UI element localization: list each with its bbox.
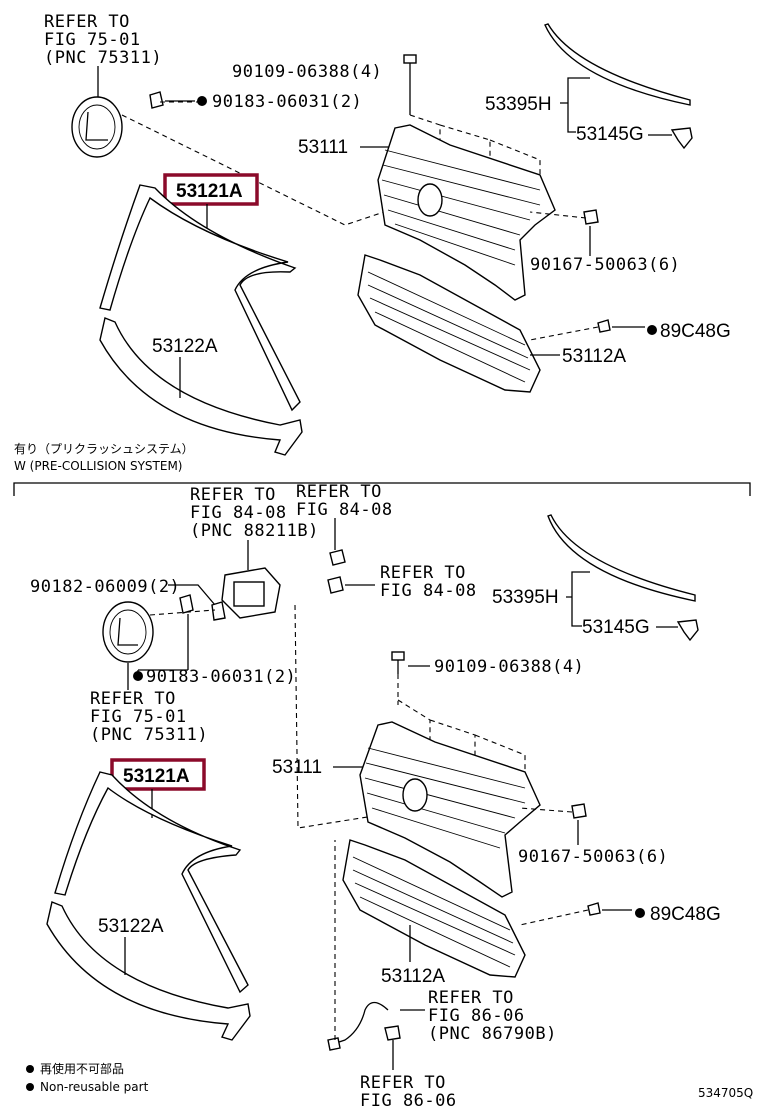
lower-clip2-label: 53145G <box>582 617 650 638</box>
lower-sensor-ref3-line2: FIG 84-08 <box>380 581 477 601</box>
upper-grille-label: 53111 <box>298 137 348 158</box>
upper-clip3-label: 89C48G <box>660 321 731 342</box>
upper-clip2-icon <box>670 127 693 150</box>
legend-dot-jp <box>26 1065 34 1073</box>
lower-harness-shape <box>329 1001 389 1046</box>
lower-clip3-icon <box>587 902 601 916</box>
upper-molding-shape <box>544 23 691 106</box>
upper-caption-jp: 有り（プリクラッシュシステム） <box>14 442 194 456</box>
lower-clip2-icon <box>676 619 699 642</box>
lower-harness-ref-line3: (PNC 86790B) <box>428 1024 557 1044</box>
section-divider <box>13 482 751 496</box>
lower-lower-grille-shape <box>342 839 526 978</box>
upper-emblem-ref-line3: (PNC 75311) <box>44 48 162 68</box>
legend: 再使用不可部品 Non-reusable part <box>26 1061 149 1094</box>
lower-sensor-ref1-line2: FIG 84-08 <box>190 503 287 523</box>
lower-sensor-icon <box>221 549 346 619</box>
upper-emblem-ref-line1: REFER TO <box>44 12 130 32</box>
lower-clip-icon <box>179 594 194 614</box>
upper-nut-label: 90167-50063(6) <box>530 255 680 275</box>
lower-grille-label: 53111 <box>272 757 322 778</box>
lower-emblem-ref-line2: FIG 75-01 <box>90 707 187 727</box>
lower-lower-molding-shape <box>46 901 251 1041</box>
upper-highlight-label: 53121A <box>176 181 243 202</box>
lower-sensor-ref3-line1: REFER TO <box>380 563 466 583</box>
lower-bolt-label: 90109-06388(4) <box>434 657 584 677</box>
lower-harness-ref-line2: FIG 86-06 <box>428 1006 525 1026</box>
upper-highlight-box <box>163 173 259 206</box>
lower-nut-label: 90167-50063(6) <box>518 847 668 867</box>
upper-emblem-ref-line2: FIG 75-01 <box>44 30 141 50</box>
legend-jp: 再使用不可部品 <box>40 1061 124 1076</box>
lower-sensor-ref2-line2: FIG 84-08 <box>296 500 393 520</box>
lower-bottom-ref-line1: REFER TO <box>360 1073 446 1093</box>
upper-clip-label: 90183-06031(2) <box>212 92 362 112</box>
lower-harness-ref-line1: REFER TO <box>428 988 514 1008</box>
upper-bolt-label: 90109-06388(4) <box>232 62 382 82</box>
upper-caption-en: W (PRE-COLLISION SYSTEM) <box>14 459 183 473</box>
lower-clip3-nonreusable-dot <box>635 908 645 918</box>
lower-highlight-label: 53121A <box>123 766 190 787</box>
upper-lower-molding-shape <box>99 317 303 456</box>
upper-clip3-icon <box>597 319 611 333</box>
lower-screw-icon <box>211 601 226 621</box>
lower-sensor-ref1-line1: REFER TO <box>190 485 276 505</box>
lower-molding-shape <box>547 514 696 602</box>
lower-nut-icon <box>571 803 587 819</box>
lower-lower-grille-label: 53112A <box>381 966 445 987</box>
upper-lower-grille-shape <box>357 254 541 393</box>
upper-section: REFER TO FIG 75-01 (PNC 75311) 90183-060… <box>14 12 731 473</box>
figure-id: 534705Q <box>698 1086 753 1100</box>
upper-clip2-label: 53145G <box>576 124 644 145</box>
lower-emblem-ref-line3: (PNC 75311) <box>90 725 208 745</box>
upper-bolt-icon <box>403 54 417 80</box>
upper-lower-grille-label: 53112A <box>562 346 626 367</box>
legend-en: Non-reusable part <box>40 1080 149 1094</box>
upper-grille-shape <box>377 124 556 301</box>
lower-highlight-box <box>110 758 206 791</box>
lower-emblem-ref-line1: REFER TO <box>90 689 176 709</box>
lower-clip-label: 90183-06031(2) <box>146 667 296 687</box>
lower-grille-shape <box>359 721 541 898</box>
lower-harness-clip-icon <box>384 1025 401 1041</box>
legend-dot-en <box>26 1083 34 1091</box>
lower-clip-nonreusable-dot <box>133 671 143 681</box>
upper-clip-nonreusable-dot <box>197 96 207 106</box>
lower-frame-shape <box>54 771 249 994</box>
lower-sensor-ref2-line1: REFER TO <box>296 482 382 502</box>
upper-clip-icon <box>149 91 164 109</box>
lower-screw-label: 90182-06009(2) <box>30 577 180 597</box>
upper-clip3-nonreusable-dot <box>647 325 657 335</box>
lower-clip3-label: 89C48G <box>650 904 721 925</box>
upper-molding-label: 53395H <box>485 94 552 115</box>
lower-bolt-icon <box>391 651 405 674</box>
lower-sensor-ref1-line3: (PNC 88211B) <box>190 521 319 541</box>
lower-bottom-ref-line2: FIG 86-06 <box>360 1091 457 1111</box>
lower-lower-molding-label: 53122A <box>98 916 164 937</box>
upper-lower-molding-label: 53122A <box>152 336 218 357</box>
lower-molding-label: 53395H <box>492 587 559 608</box>
upper-nut-icon <box>583 209 599 225</box>
upper-frame-shape <box>99 184 301 412</box>
upper-emblem-icon <box>71 96 123 158</box>
lower-section: REFER TO FIG 84-08 (PNC 88211B) REFER TO… <box>30 482 721 1111</box>
lower-emblem-icon <box>102 601 154 663</box>
